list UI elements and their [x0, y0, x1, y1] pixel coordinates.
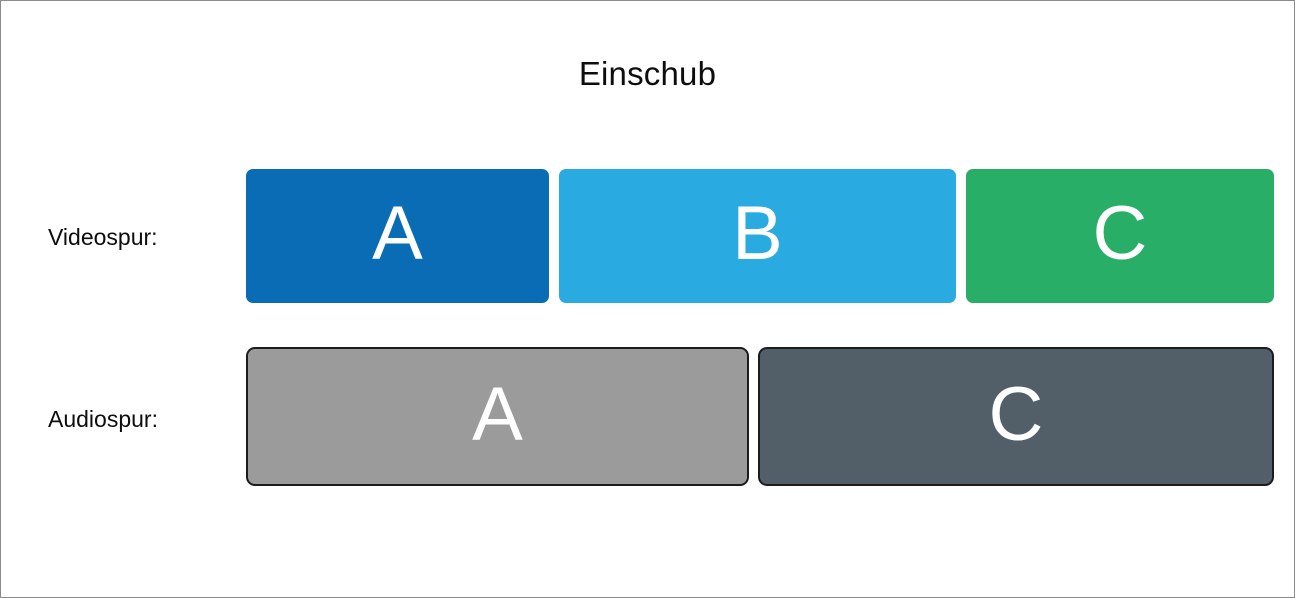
audio-clip-a[interactable]: A	[246, 347, 749, 486]
page-title: Einschub	[578, 55, 717, 92]
video-clip-b-letter: B	[732, 191, 783, 276]
audio-clip-a-letter: A	[472, 371, 523, 457]
audio-clip-c[interactable]: C	[758, 347, 1274, 486]
video-track-label: Videospur:	[48, 224, 158, 250]
video-clip-c[interactable]: C	[966, 169, 1274, 303]
video-track: A B C	[246, 169, 1274, 303]
video-clip-c-letter: C	[1092, 191, 1148, 276]
audio-track: A C	[246, 347, 1274, 486]
audio-clip-c-letter: C	[988, 371, 1044, 457]
video-clip-b[interactable]: B	[559, 169, 956, 303]
video-clip-a-letter: A	[372, 191, 423, 276]
video-clip-a[interactable]: A	[246, 169, 549, 303]
audio-track-label: Audiospur:	[48, 406, 158, 432]
